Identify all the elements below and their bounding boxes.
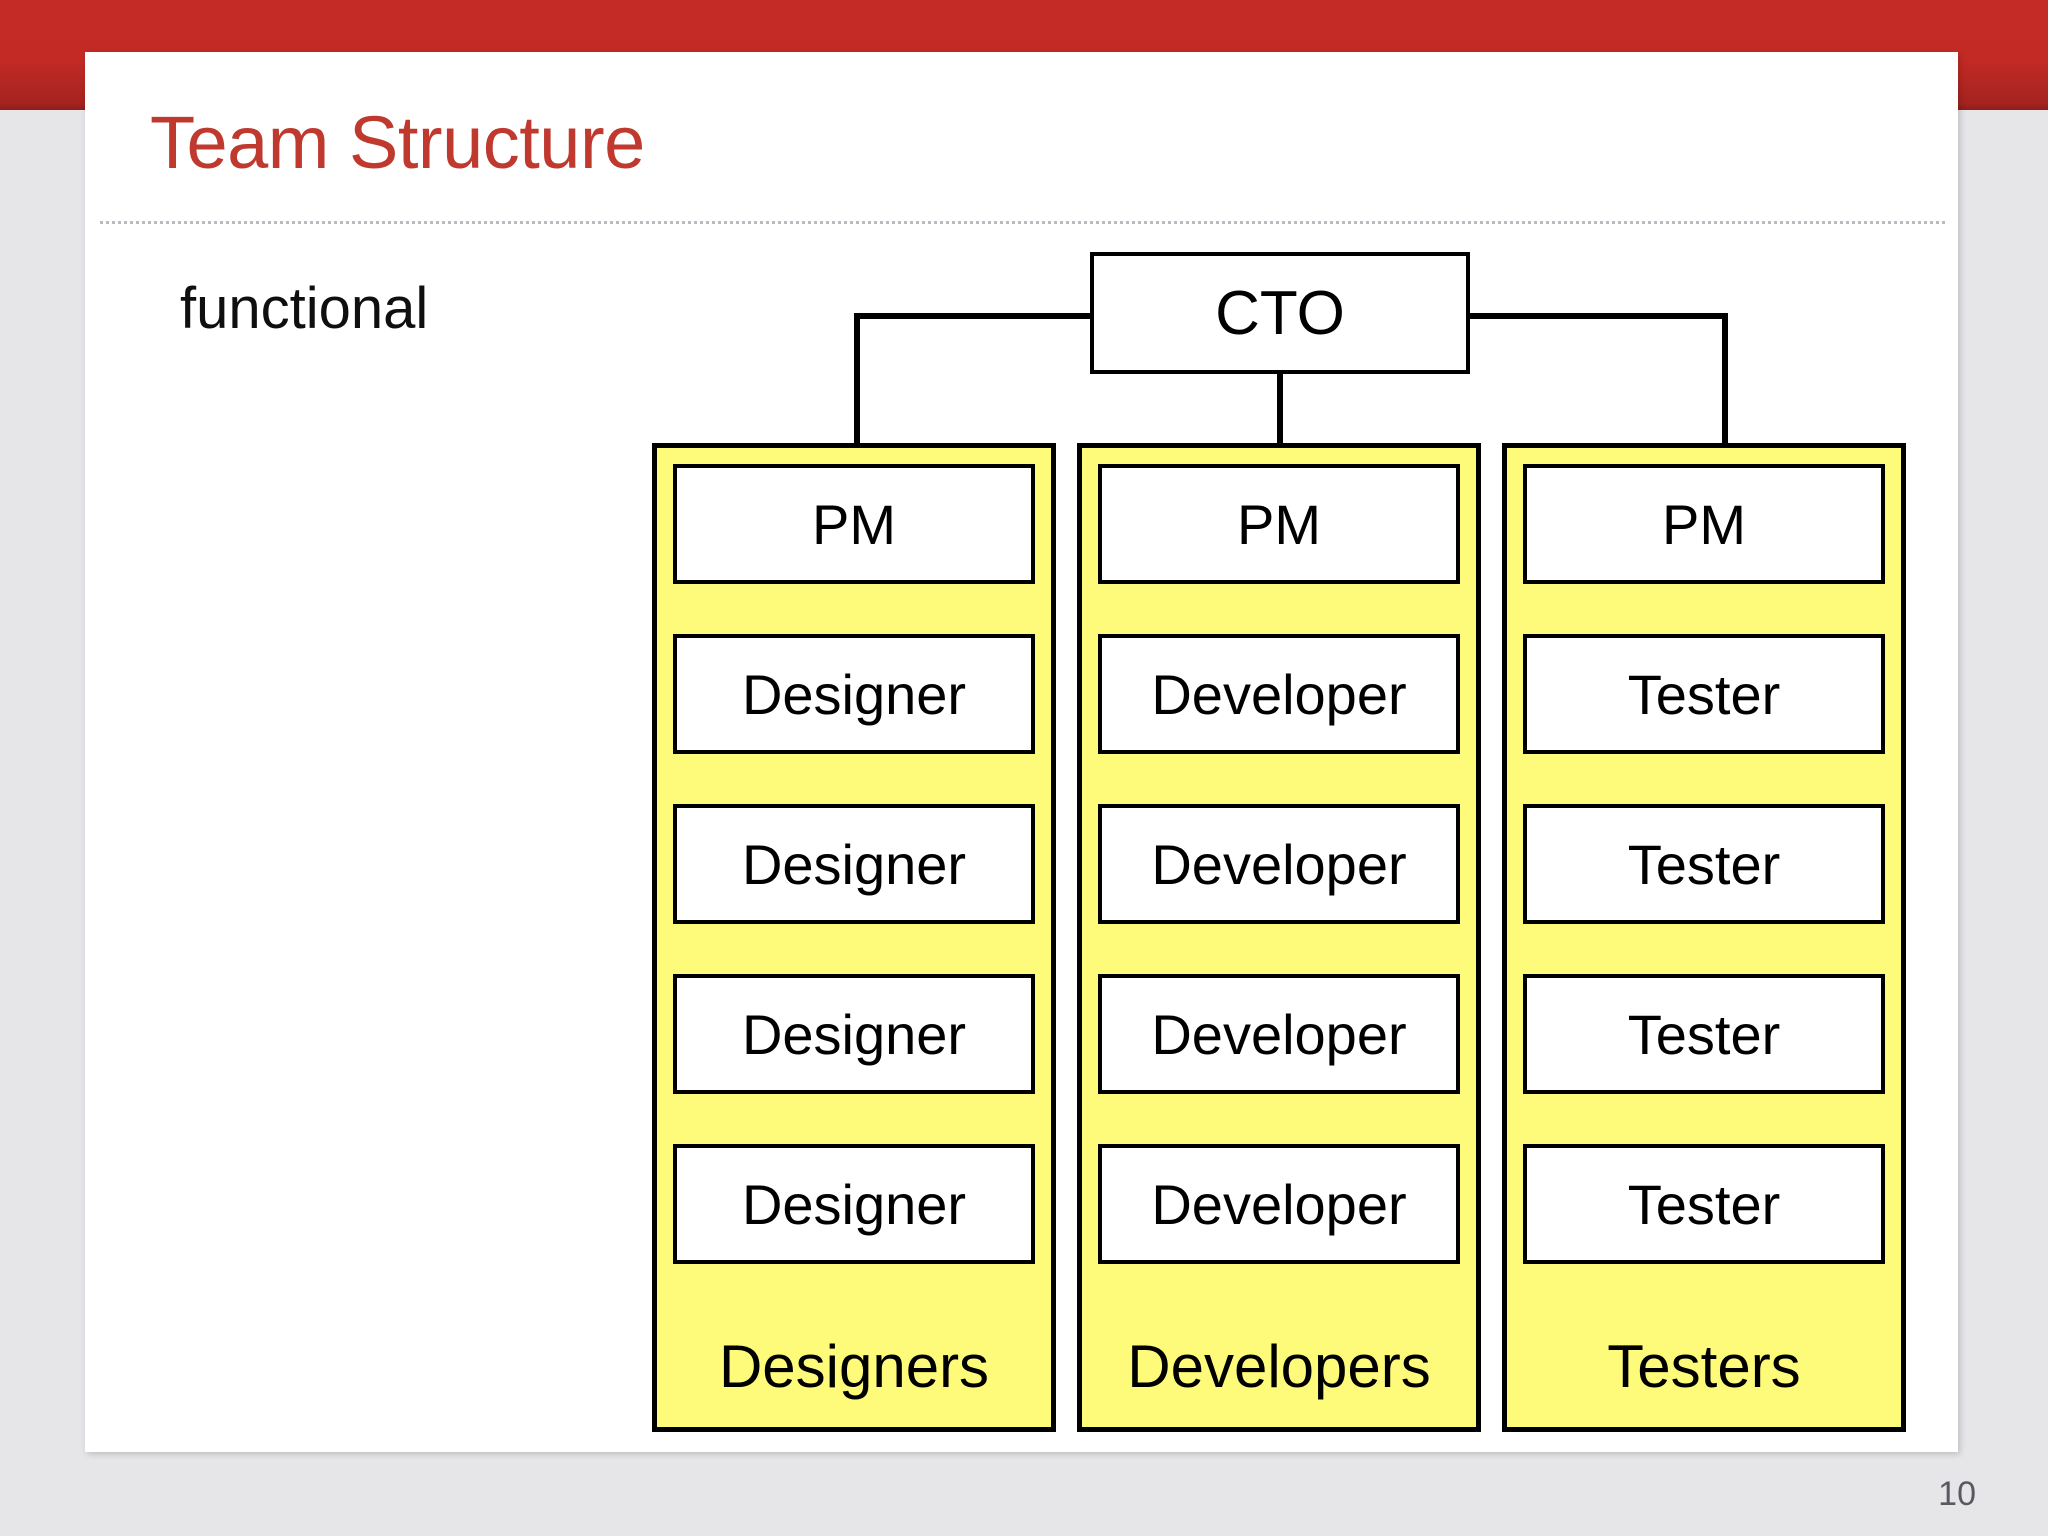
body-label-functional: functional: [180, 276, 429, 341]
org-column-testers[interactable]: PM Tester Tester Tester Tester Testers: [1502, 443, 1906, 1432]
node-tester-4[interactable]: Tester: [1523, 1144, 1885, 1264]
node-developer-1[interactable]: Developer: [1098, 634, 1460, 754]
node-pm-testers[interactable]: PM: [1523, 464, 1885, 584]
column-footer-developers: Developers: [1127, 1333, 1431, 1400]
node-designer-4[interactable]: Designer: [673, 1144, 1035, 1264]
node-developer-3[interactable]: Developer: [1098, 974, 1460, 1094]
column-footer-designers: Designers: [718, 1333, 990, 1400]
node-designer-2[interactable]: Designer: [673, 804, 1035, 924]
org-column-designers[interactable]: PM Designer Designer Designer Designer D…: [652, 443, 1056, 1432]
node-designer-3[interactable]: Designer: [673, 974, 1035, 1094]
column-footer-testers: Testers: [1607, 1333, 1801, 1400]
node-developer-2[interactable]: Developer: [1098, 804, 1460, 924]
node-cto[interactable]: CTO: [1090, 252, 1470, 374]
page-number: 10: [1938, 1475, 1976, 1513]
page-title: Team Structure: [150, 101, 645, 184]
node-tester-3[interactable]: Tester: [1523, 974, 1885, 1094]
node-pm-developers[interactable]: PM: [1098, 464, 1460, 584]
node-designer-1[interactable]: Designer: [673, 634, 1035, 754]
node-pm-designers[interactable]: PM: [673, 464, 1035, 584]
title-divider: [100, 221, 1945, 224]
org-column-developers[interactable]: PM Developer Developer Developer Develop…: [1077, 443, 1481, 1432]
node-tester-2[interactable]: Tester: [1523, 804, 1885, 924]
node-tester-1[interactable]: Tester: [1523, 634, 1885, 754]
node-developer-4[interactable]: Developer: [1098, 1144, 1460, 1264]
